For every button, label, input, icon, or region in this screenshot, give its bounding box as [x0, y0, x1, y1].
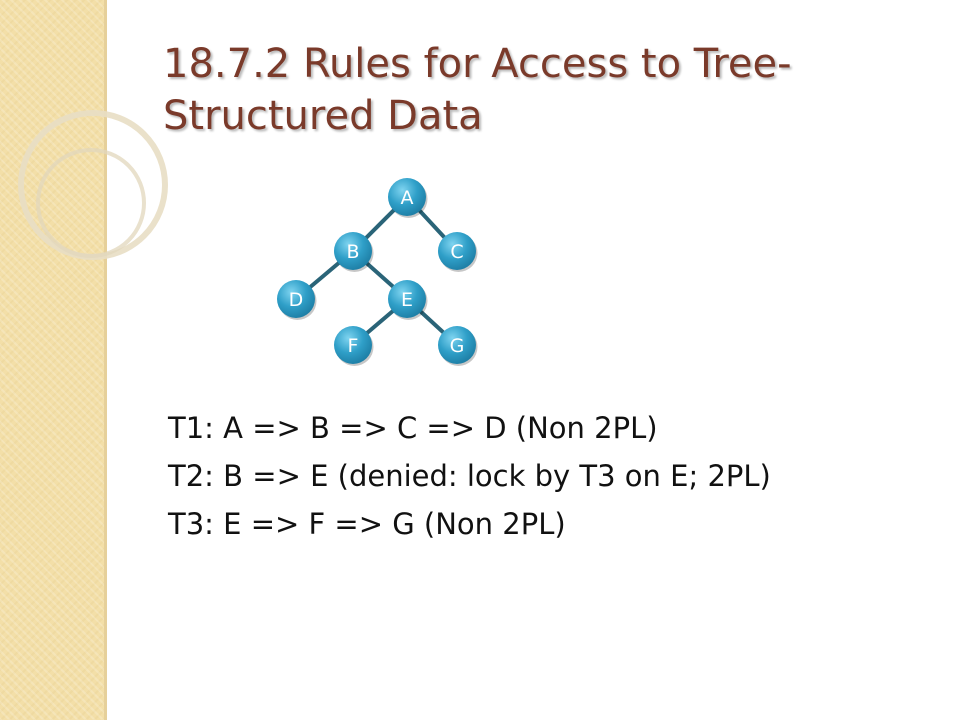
tree-node-e: E: [388, 280, 428, 320]
transaction-line-t3: T3: E => F => G (Non 2PL): [168, 507, 566, 541]
decorative-ring-small: [36, 148, 146, 258]
side-band-edge: [104, 0, 107, 720]
tree-edges: [294, 195, 459, 347]
tree-node-circle: [334, 232, 372, 270]
transaction-line-t2: T2: B => E (denied: lock by T3 on E; 2PL…: [168, 459, 771, 493]
transaction-list: T1: A => B => C => D (Non 2PL) T2: B => …: [168, 404, 928, 548]
transaction-line-t1: T1: A => B => C => D (Non 2PL): [168, 411, 658, 445]
tree-node-circle: [438, 232, 476, 270]
tree-node-circle: [334, 326, 372, 364]
tree-node-circle: [277, 280, 315, 318]
tree-node-circle: [388, 178, 426, 216]
tree-node-circle: [388, 280, 426, 318]
tree-node-label: B: [346, 241, 359, 263]
tree-node-circle: [438, 326, 476, 364]
tree-node-c: C: [438, 232, 478, 272]
tree-nodes: A B C D E F G: [277, 178, 478, 366]
tree-node-label: E: [401, 289, 413, 311]
tree-node-g: G: [438, 326, 478, 366]
tree-node-label: D: [289, 289, 304, 311]
tree-node-d: D: [277, 280, 317, 320]
tree-node-label: A: [401, 187, 414, 209]
tree-node-b: B: [334, 232, 374, 272]
tree-node-f: F: [334, 326, 374, 366]
tree-node-label: G: [450, 335, 465, 357]
tree-node-a: A: [388, 178, 428, 218]
tree-node-label: F: [348, 335, 359, 357]
slide-title: 18.7.2 Rules for Access to Tree-Structur…: [163, 41, 792, 139]
tree-node-label: C: [450, 241, 463, 263]
